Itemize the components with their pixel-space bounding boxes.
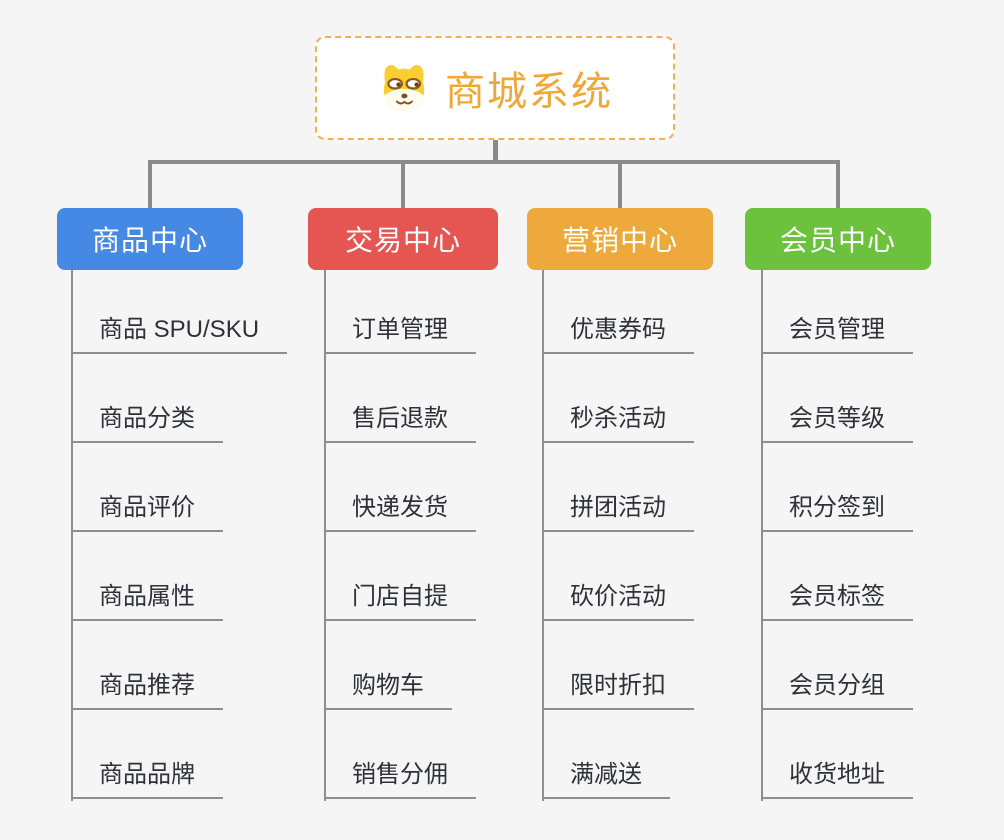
child-node[interactable]: 购物车 (324, 670, 452, 711)
child-node[interactable]: 快递发货 (324, 492, 476, 533)
root-node[interactable]: 商城系统 (315, 36, 675, 140)
connector-spine-4 (761, 270, 763, 801)
child-node[interactable]: 会员标签 (761, 581, 913, 622)
child-node[interactable]: 商品属性 (71, 581, 223, 622)
connector-drop-1 (148, 160, 152, 208)
child-node[interactable]: 优惠券码 (542, 314, 694, 355)
child-node[interactable]: 积分签到 (761, 492, 913, 533)
connector-drop-3 (618, 160, 622, 208)
connector-drop-4 (836, 160, 840, 208)
child-node[interactable]: 商品品牌 (71, 759, 223, 800)
branch-node-trade-center[interactable]: 交易中心 (308, 208, 498, 270)
connector-spine-3 (542, 270, 544, 801)
branch-label: 交易中心 (344, 225, 461, 256)
branch-node-marketing-center[interactable]: 营销中心 (527, 208, 713, 270)
child-node[interactable]: 砍价活动 (542, 581, 694, 622)
connector-spine-1 (71, 270, 73, 801)
doge-icon (377, 61, 431, 115)
child-node[interactable]: 会员等级 (761, 403, 913, 444)
child-node[interactable]: 会员分组 (761, 670, 913, 711)
child-node[interactable]: 商品 SPU/SKU (71, 314, 288, 355)
root-node-title: 商城系统 (445, 70, 613, 114)
connector-drop-2 (401, 160, 405, 208)
child-node[interactable]: 会员管理 (761, 314, 913, 355)
child-node[interactable]: 门店自提 (324, 581, 476, 622)
branch-label: 营销中心 (561, 225, 678, 256)
child-node[interactable]: 收货地址 (761, 759, 913, 800)
branch-label: 会员中心 (779, 225, 896, 256)
child-node[interactable]: 满减送 (542, 759, 670, 800)
branch-label: 商品中心 (91, 225, 208, 256)
child-node[interactable]: 拼团活动 (542, 492, 694, 533)
branch-node-product-center[interactable]: 商品中心 (57, 208, 243, 270)
connector-spine-2 (324, 270, 326, 801)
child-node[interactable]: 售后退款 (324, 403, 476, 444)
child-node[interactable]: 商品分类 (71, 403, 223, 444)
child-node[interactable]: 限时折扣 (542, 670, 694, 711)
connector-root-stub (493, 140, 498, 164)
child-node[interactable]: 销售分佣 (324, 759, 476, 800)
child-node[interactable]: 订单管理 (324, 314, 476, 355)
branch-node-member-center[interactable]: 会员中心 (745, 208, 931, 270)
child-node[interactable]: 商品推荐 (71, 670, 223, 711)
connector-rail (148, 160, 840, 164)
child-node[interactable]: 商品评价 (71, 492, 223, 533)
child-node[interactable]: 秒杀活动 (542, 403, 694, 444)
